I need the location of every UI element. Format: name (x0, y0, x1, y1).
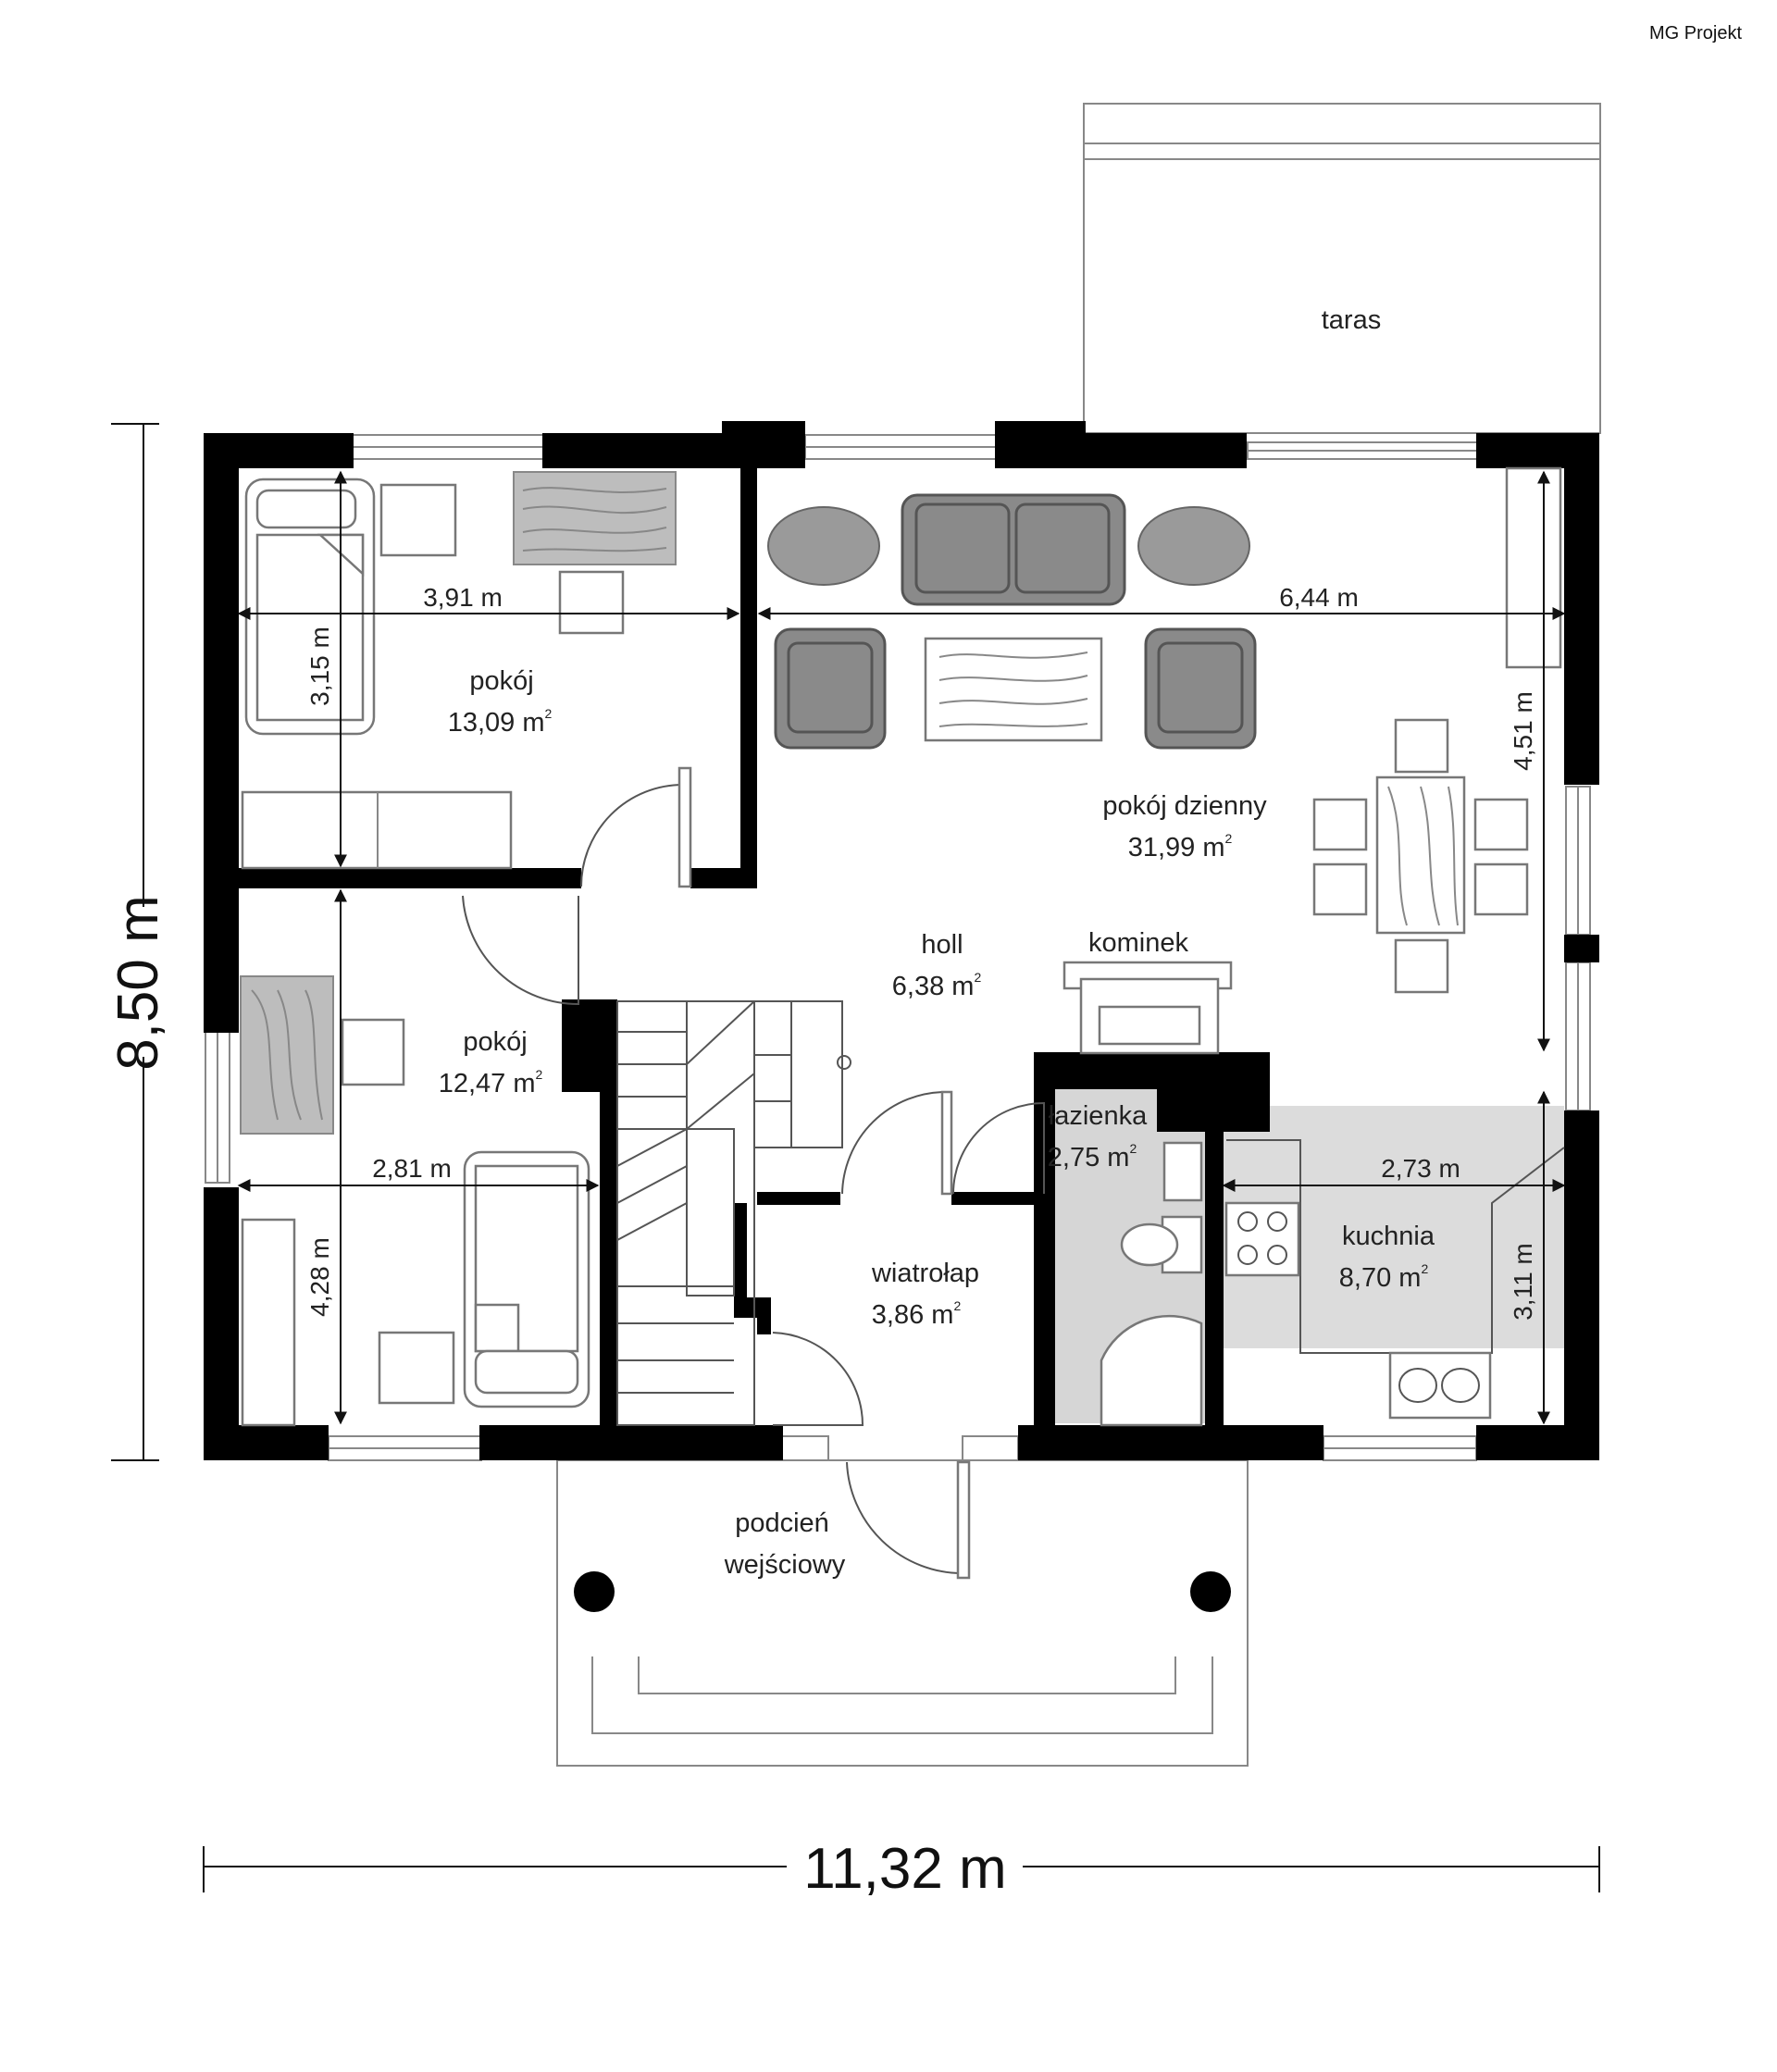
entrance-porch (556, 1459, 1249, 1767)
living-room-furniture (767, 466, 1562, 994)
dim-bedroom-1-depth: 3,15 m (305, 627, 334, 706)
total-width-label: 11,32 m (803, 1837, 1006, 1901)
dim-kitchen-depth: 3,11 m (1509, 1243, 1537, 1321)
porch-column (1190, 1571, 1231, 1612)
bedroom-2-name: pokój (463, 1027, 527, 1057)
bathroom-area: 2,75 m2 (1048, 1141, 1137, 1172)
porch-column (574, 1571, 615, 1612)
dimension-lines (237, 470, 1566, 1425)
fireplace (1062, 961, 1233, 1055)
dim-kitchen-width: 2,73 m (1381, 1154, 1460, 1183)
brand-logo: MG Projekt (1649, 23, 1742, 43)
dim-living-width: 6,44 m (1279, 583, 1359, 612)
windows (205, 434, 1591, 1461)
total-depth-label: 8,50 m (106, 895, 170, 1071)
hall-name: holl (921, 930, 963, 960)
porch-label-line2: wejściowy (724, 1550, 846, 1580)
terrace-label: taras (1322, 305, 1381, 335)
living-room-area: 31,99 m2 (1128, 831, 1233, 862)
doors (462, 766, 1045, 1580)
bathroom-name: łazienka (1049, 1101, 1148, 1131)
living-room-name: pokój dzienny (1102, 791, 1267, 821)
dim-bedroom-2-depth: 4,28 m (305, 1237, 334, 1317)
kitchen-fixtures (1224, 1139, 1565, 1420)
kitchen-name: kuchnia (1342, 1222, 1435, 1251)
vestibule-area: 3,86 m2 (872, 1298, 962, 1330)
terrace (1083, 103, 1601, 434)
bedroom-1-area: 13,09 m2 (448, 706, 553, 738)
fireplace-label: kominek (1088, 928, 1188, 958)
bedroom-1-name: pokój (469, 666, 533, 696)
dim-bedroom-2-width: 2,81 m (372, 1154, 452, 1183)
walls (204, 421, 1599, 1460)
vestibule-name: wiatrołap (871, 1259, 979, 1288)
kitchen-area: 8,70 m2 (1339, 1261, 1429, 1293)
bathroom-fixtures (1100, 1141, 1203, 1427)
porch-label-line1: podcień (735, 1508, 829, 1538)
staircase (616, 1000, 851, 1426)
bedroom-2-area: 12,47 m2 (439, 1067, 543, 1098)
dim-bedroom-1-width: 3,91 m (423, 583, 503, 612)
bedroom-2-furniture (240, 975, 590, 1427)
hall-area: 6,38 m2 (892, 970, 982, 1001)
overall-dimensions (111, 423, 1600, 1892)
dim-living-depth: 4,51 m (1509, 691, 1537, 771)
